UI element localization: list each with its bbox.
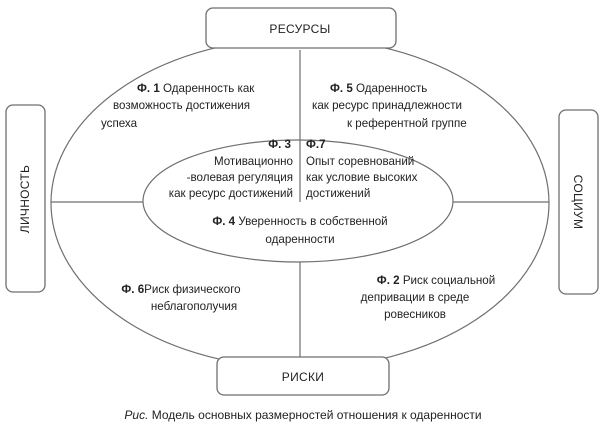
factor-3-line-1: Мотивационно bbox=[214, 155, 293, 168]
factor-1-id: Ф. 1 bbox=[137, 82, 160, 95]
figure-caption-prefix: Рис. bbox=[124, 408, 149, 422]
factor-6-line-1: Риск физического bbox=[144, 283, 240, 296]
factor-6-text: Ф. 6Риск физического неблагополучия bbox=[121, 283, 240, 313]
factor-5-id: Ф. 5 bbox=[330, 82, 353, 95]
factor-7-line-1: Опыт соревнований bbox=[306, 155, 414, 168]
factor-2-line-2: депривации в среде bbox=[361, 291, 470, 304]
svg-text:Ф. 5 Одаренность: Ф. 5 Одаренность bbox=[330, 82, 427, 95]
svg-text:Ф. 1 Одаренность как: Ф. 1 Одаренность как bbox=[137, 82, 255, 95]
factor-4-line-2: одаренности bbox=[265, 233, 334, 246]
factor-4-line-1: Уверенность в собственной bbox=[235, 215, 388, 228]
figure-caption-text: Модель основных размерностей отношения к… bbox=[148, 408, 482, 422]
resources-label-box: РЕСУРСЫ bbox=[205, 7, 397, 49]
factor-1-line-3: успеха bbox=[101, 117, 138, 130]
factor-1-line-1: Одаренность как bbox=[160, 82, 255, 95]
factor-7-line-3: достижений bbox=[306, 187, 370, 200]
factor-2-text: Ф. 2 Риск социальной депривации в среде … bbox=[361, 274, 496, 321]
factor-2-line-1: Риск социальной bbox=[400, 274, 496, 287]
factor-5-line-1: Одаренность bbox=[353, 82, 428, 95]
svg-text:Ф. 6Риск физического: Ф. 6Риск физического bbox=[121, 283, 240, 296]
factor-5-text: Ф. 5 Одаренность как ресурс принадлежнос… bbox=[312, 82, 467, 130]
factor-1-line-2: возможность достижения bbox=[113, 99, 250, 112]
risks-label-box: РИСКИ bbox=[216, 356, 390, 396]
factor-6-id: Ф. 6 bbox=[121, 283, 144, 296]
factor-6-line-2: неблагополучия bbox=[151, 300, 237, 313]
personality-label: ЛИЧНОСТЬ bbox=[18, 165, 32, 233]
risks-label: РИСКИ bbox=[282, 370, 324, 384]
factor-3-id: Ф. 3 bbox=[268, 138, 291, 151]
factor-1-text: Ф. 1 Одаренность как возможность достиже… bbox=[101, 82, 255, 130]
factor-2-line-3: ровесников bbox=[384, 308, 446, 321]
factor-5-line-2: как ресурс принадлежности bbox=[312, 99, 462, 112]
factor-4-text: Ф. 4 Уверенность в собственной одареннос… bbox=[212, 215, 387, 246]
factor-4-id: Ф. 4 bbox=[212, 215, 235, 228]
factor-3-text: Ф. 3 Мотивационно -волевая регуляция как… bbox=[169, 138, 293, 200]
figure-caption: Рис. Модель основных размерностей отноше… bbox=[0, 408, 606, 422]
factor-3-line-3: как ресурс достижений bbox=[169, 187, 293, 200]
inner-ellipse bbox=[142, 139, 454, 263]
factor-5-line-3: к референтной группе bbox=[347, 117, 467, 130]
factor-2-id: Ф. 2 bbox=[377, 274, 400, 287]
svg-text:Ф. 4 Уверенность в собственной: Ф. 4 Уверенность в собственной bbox=[212, 215, 387, 228]
factor-7-line-2: как условие высоких bbox=[306, 171, 418, 184]
factor-3-line-2: -волевая регуляция bbox=[187, 171, 293, 184]
resources-label: РЕСУРСЫ bbox=[269, 22, 330, 36]
svg-text:Ф. 2 Риск социальной: Ф. 2 Риск социальной bbox=[377, 274, 495, 287]
factor-7-id: Ф.7 bbox=[306, 138, 326, 151]
factor-7-text: Ф.7 Опыт соревнований как условие высоки… bbox=[306, 138, 418, 200]
society-label-box: СОЦИУМ bbox=[558, 109, 599, 295]
society-label: СОЦИУМ bbox=[571, 175, 585, 230]
personality-label-box: ЛИЧНОСТЬ bbox=[5, 104, 46, 293]
